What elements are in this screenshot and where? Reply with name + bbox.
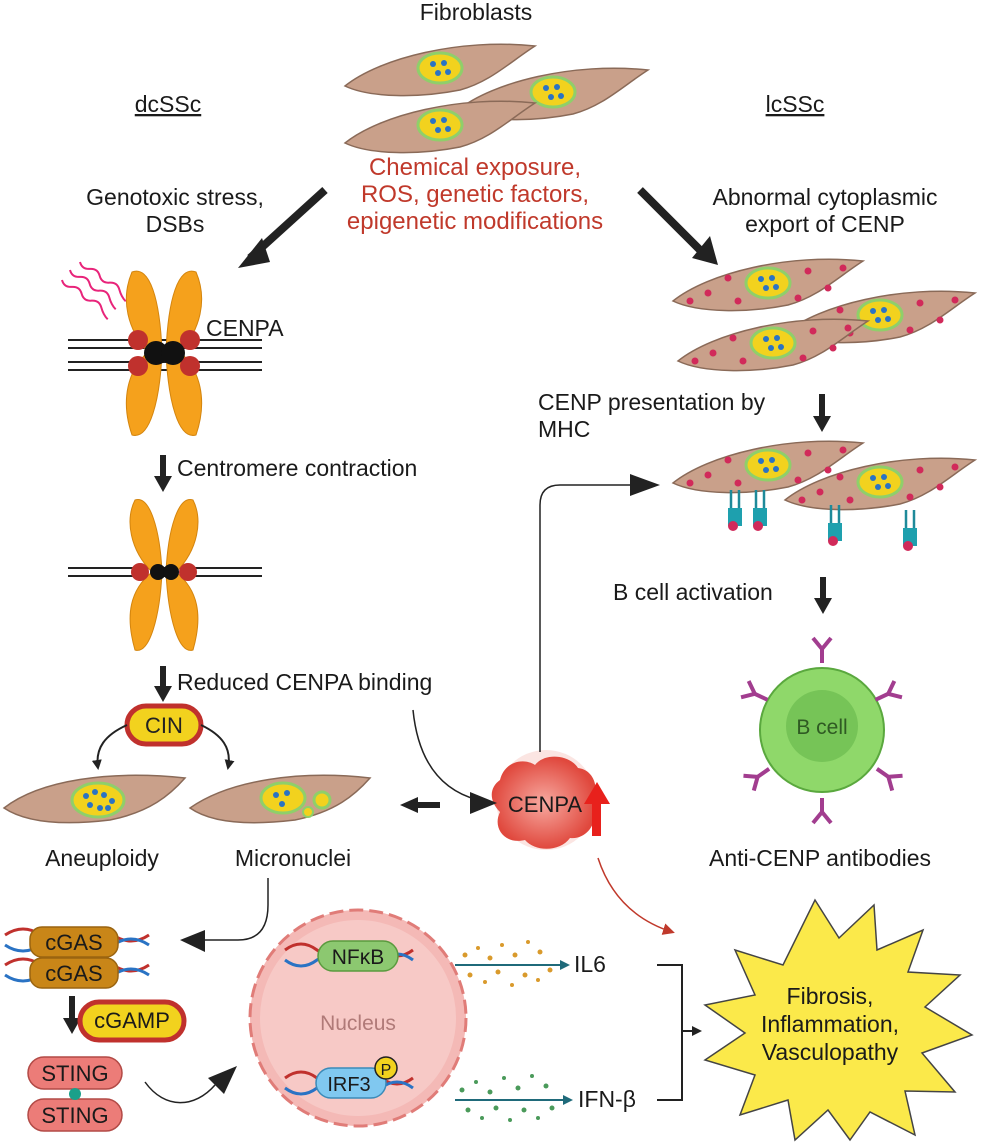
cenpa-to-mhc-line [539, 484, 632, 752]
cgas-proteins [29, 926, 119, 989]
fibroblast-cells-cenp-export [671, 257, 977, 373]
phospho-label: P [381, 1062, 392, 1079]
micronuclei-to-cgas-line [205, 878, 269, 941]
b-cell [739, 636, 905, 825]
il6-secretion [455, 940, 570, 987]
cin-badge: CIN [124, 703, 204, 747]
sting-to-nucleus-arrow [144, 1081, 216, 1104]
cgas-label-1: cGAS [45, 930, 102, 955]
cgamp-label: cGAMP [94, 1008, 170, 1033]
cgas-label-2: cGAS [45, 961, 102, 986]
abnormal-export-line-2: export of CENP [745, 211, 905, 237]
ifnb-secretion [455, 1074, 573, 1122]
outcome-line-1: Fibrosis, [787, 983, 874, 1009]
radiation-waves-icon [61, 261, 127, 321]
trigger-factors: Chemical exposure, ROS, genetic factors,… [347, 154, 603, 235]
nucleus-label: Nucleus [320, 1012, 396, 1035]
anti-cenp-label: Anti-CENP antibodies [709, 845, 931, 871]
trigger-line-2: ROS, genetic factors, [361, 181, 589, 208]
trigger-line-1: Chemical exposure, [369, 154, 581, 181]
irf3-label: IRF3 [327, 1074, 370, 1096]
sting-dimer [27, 1056, 123, 1132]
increase-arrow-icon [584, 782, 610, 836]
aneuploidy-label: Aneuploidy [45, 845, 159, 871]
cytokine-bracket [657, 964, 683, 1101]
outcome-burst [703, 898, 974, 1142]
cgamp-badge [77, 999, 187, 1043]
abnormal-export-line-1: Abnormal cytoplasmic [713, 184, 938, 210]
cenpa-chromosome-label: CENPA [206, 315, 284, 341]
genotoxic-line-1: Genotoxic stress, [86, 184, 264, 210]
micronuclei-cell [188, 774, 372, 824]
ifnb-label: IFN-β [578, 1086, 636, 1112]
cin-to-micronuclei-arrow [200, 724, 235, 770]
b-cell-label: B cell [796, 716, 847, 739]
dcssc-label: dcSSc [135, 91, 201, 117]
outcome-line-2: Inflammation, [761, 1011, 899, 1037]
lcssc-label: lcSSc [766, 91, 825, 117]
arrow-to-dcssc-head [238, 238, 270, 268]
genotoxic-line-2: DSBs [146, 211, 205, 237]
aneuploidy-cell [2, 774, 187, 824]
b-cell-activation-label: B cell activation [613, 579, 773, 605]
fibroblast-cells-top [343, 42, 650, 155]
binding-to-cenpa-line [412, 709, 479, 801]
cenpa-cluster [491, 750, 596, 850]
nfkb-label: NFκB [332, 946, 385, 969]
outcome-line-3: Vasculopathy [762, 1039, 899, 1065]
arrow-to-lcssc [637, 187, 708, 258]
cenpa-to-outcome-arrow [597, 857, 675, 935]
sting-label-2: STING [41, 1103, 108, 1128]
trigger-line-3: epigenetic modifications [347, 208, 603, 235]
chromosome-stressed [61, 261, 262, 436]
cin-to-aneuploidy-arrow [91, 724, 128, 770]
micronuclei-label: Micronuclei [235, 845, 351, 871]
reduced-binding-label: Reduced CENPA binding [177, 669, 432, 695]
centromere-contraction-label: Centromere contraction [177, 455, 417, 481]
il6-label: IL6 [574, 951, 606, 977]
cin-label: CIN [145, 713, 183, 738]
arrow-to-lcssc-head [692, 236, 718, 265]
chromosome-contracted [68, 499, 262, 651]
sting-label-1: STING [41, 1061, 108, 1086]
nucleus [248, 908, 468, 1128]
cenpa-cluster-label: CENPA [508, 792, 582, 817]
cenp-presentation-line-2: MHC [538, 416, 590, 442]
fibroblasts-label: Fibroblasts [420, 0, 532, 25]
cenp-presentation-line-1: CENP presentation by [538, 389, 766, 415]
fibroblast-cells-mhc [671, 439, 977, 553]
